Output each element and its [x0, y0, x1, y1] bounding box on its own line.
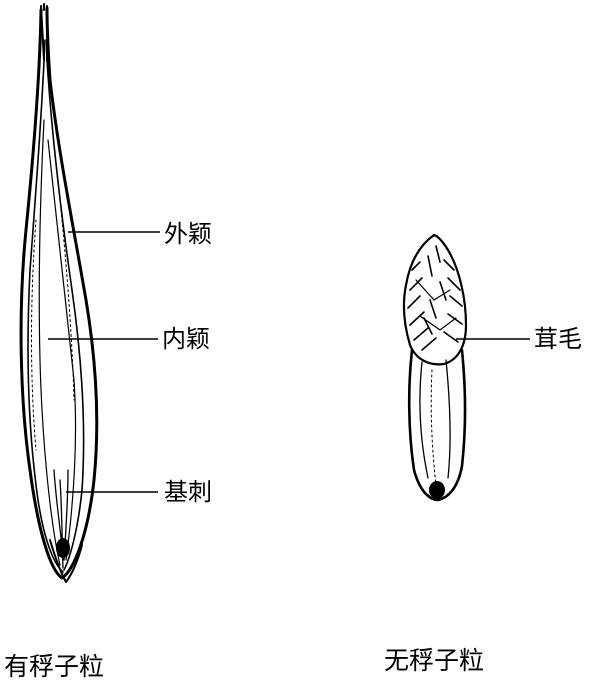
label-outer-glume: 外颖 [164, 220, 212, 248]
caption-hulled-grain: 有稃子粒 [4, 652, 105, 681]
dehulled-grain [402, 233, 468, 502]
label-fluff: 茸毛 [534, 325, 582, 353]
hulled-grain [19, 3, 99, 583]
caption-dehulled-grain: 无稃子粒 [384, 646, 485, 675]
label-inner-glume: 内颖 [162, 325, 210, 353]
label-basal-spine: 基刺 [164, 478, 212, 506]
